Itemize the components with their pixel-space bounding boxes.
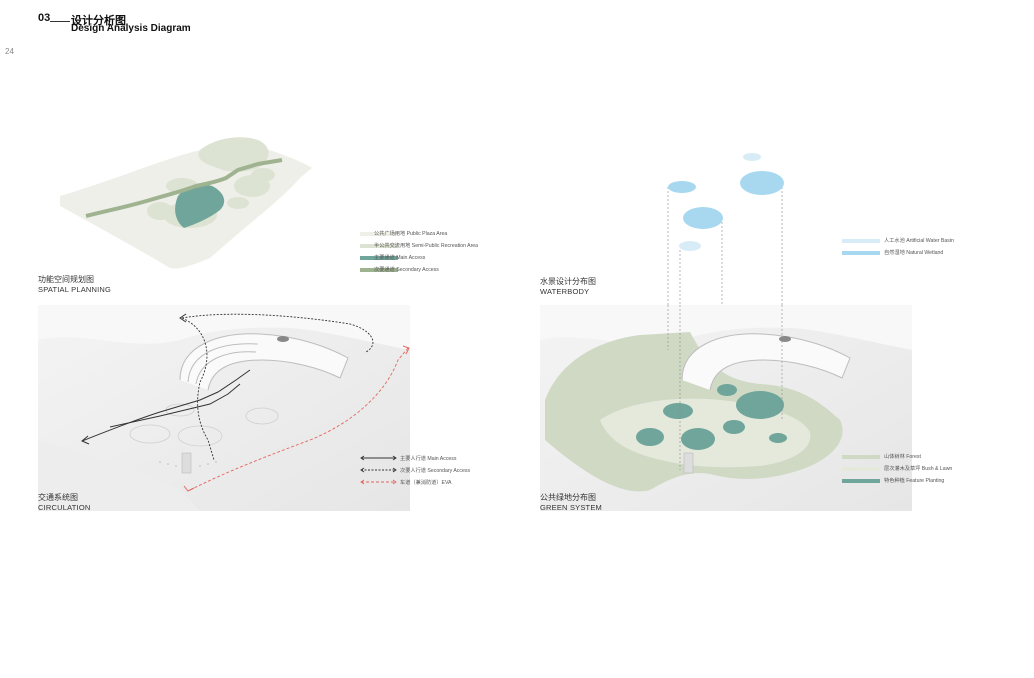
caption-circulation-cn: 交通系统图 (38, 493, 78, 502)
circulation-building (179, 333, 349, 391)
circulation-eva-arrowhead (183, 345, 410, 492)
legend-item-forest: 山体树林 Forest (884, 454, 921, 460)
legend-item-secondary-access: 次要通道 Secondary Access (374, 267, 439, 273)
legend-swatch (842, 239, 880, 243)
green-feature-planting (636, 384, 787, 450)
caption-circulation-en: CIRCULATION (38, 503, 91, 512)
page-number: 24 (5, 47, 14, 56)
legend-item-main-access: 主要通道 Main Access (374, 255, 426, 261)
circulation-tower (181, 452, 192, 474)
caption-green-en: GREEN SYSTEM (540, 503, 602, 512)
circulation-plaza-circles (129, 403, 279, 447)
legend-item-feature-planting: 特色种植 Feature Planting (884, 478, 945, 484)
circulation-main-route (81, 369, 251, 442)
legend-circulation-symbols (360, 455, 397, 485)
caption-waterbody-cn: 水景设计分布图 (540, 277, 596, 286)
page-title-en: Design Analysis Diagram (71, 23, 191, 34)
legend-item-eva: 车道（兼消防道）EVA (400, 480, 452, 486)
circulation-eva-route (189, 347, 409, 491)
section-number: 03 (38, 12, 51, 24)
legend-item-bush-lawn: 层次灌木及草坪 Bush & Lawn (884, 466, 953, 472)
legend-item-public-plaza: 公共广场用地 Public Plaza Area (374, 231, 448, 237)
legend-item-semi-public: 半公共交流用地 Semi-Public Recreation Area (374, 243, 479, 249)
circulation-secondary-route (181, 313, 374, 461)
spatial-main-access (175, 184, 225, 228)
caption-green-cn: 公共绿地分布图 (540, 493, 596, 502)
legend-swatch (360, 268, 398, 272)
legend-swatch (842, 455, 880, 459)
legend-swatch (842, 479, 880, 483)
spatial-secondary-access (85, 158, 283, 218)
legend-item-secondary-walk: 次要人行道 Secondary Access (400, 468, 471, 474)
caption-spatial-en: SPATIAL PLANNING (38, 285, 112, 294)
water-wetland (679, 153, 761, 251)
water-basins (668, 171, 784, 229)
legend-swatch (360, 244, 398, 248)
circulation-arrowheads (81, 313, 187, 445)
legend-swatch (842, 467, 880, 471)
legend-swatch (360, 232, 398, 236)
caption-waterbody-en: WATERBODY (540, 287, 590, 296)
legend-item-main-walk: 主要人行道 Main Access (400, 456, 457, 462)
page-title-cn: 设计分析图 (71, 15, 126, 27)
legend-swatch (360, 256, 398, 260)
header-rule (50, 21, 70, 22)
green-tower (683, 452, 694, 474)
legend-swatch (842, 251, 880, 255)
legend-item-natural-wetland: 自然湿地 Natural Wetland (884, 250, 944, 256)
circulation-stairs-dots (159, 461, 217, 467)
legend-item-artificial-water: 人工水池 Artificial Water Basin (884, 238, 954, 244)
green-guide-lines (667, 305, 783, 470)
caption-spatial-cn: 功能空间规划图 (38, 275, 94, 284)
